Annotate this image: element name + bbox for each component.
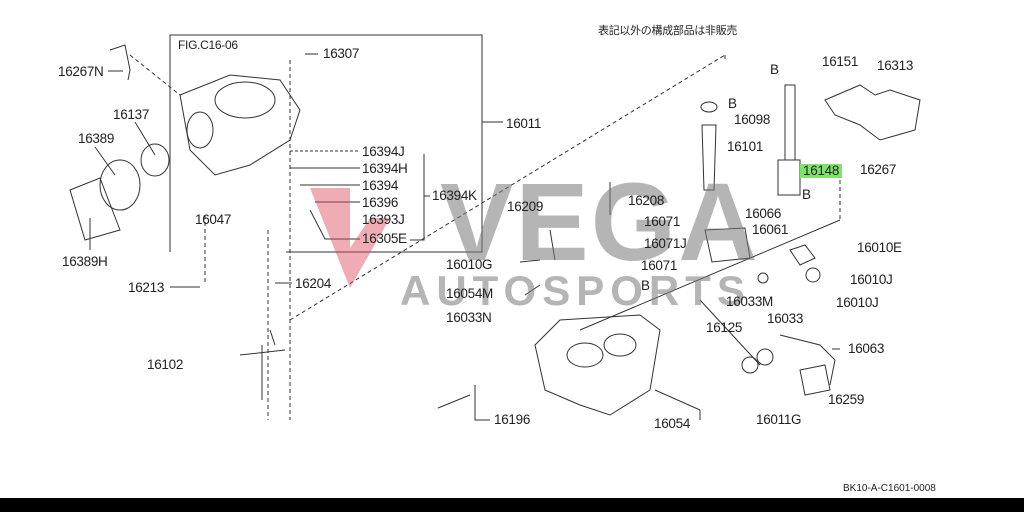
part-label[interactable]: B — [641, 278, 650, 293]
part-label[interactable]: 16011G — [756, 412, 802, 427]
part-label[interactable]: 16394H — [362, 161, 408, 176]
part-label[interactable]: 16208 — [628, 193, 665, 208]
part-label[interactable]: 16394K — [432, 188, 477, 203]
part-label[interactable]: 16204 — [295, 276, 332, 291]
part-label[interactable]: 16033M — [726, 294, 773, 309]
part-label[interactable]: 16011 — [506, 116, 542, 131]
part-label[interactable]: 16054M — [446, 286, 493, 301]
part-label[interactable]: B — [770, 62, 779, 77]
part-label[interactable]: 16098 — [734, 112, 771, 127]
part-label[interactable]: 16259 — [828, 392, 865, 407]
part-label[interactable]: 16010E — [857, 240, 902, 255]
watermark-line1: VEGA — [440, 161, 760, 284]
part-label[interactable]: 16389H — [62, 254, 108, 269]
part-label[interactable]: 16151 — [822, 54, 859, 69]
part-label[interactable]: 16071J — [644, 236, 687, 251]
watermark-logo-icon — [310, 188, 390, 288]
part-label[interactable]: 16213 — [128, 280, 165, 295]
part-label[interactable]: 16047 — [195, 212, 232, 227]
part-label[interactable]: 16313 — [877, 58, 914, 73]
part-label[interactable]: 16393J — [362, 212, 405, 227]
part-label[interactable]: 16125 — [706, 320, 743, 335]
part-label[interactable]: 16066 — [745, 206, 782, 221]
part-label[interactable]: 16394 — [362, 178, 399, 193]
figure-ref: FIG.C16-06 — [178, 38, 238, 52]
subassembly-box — [169, 34, 483, 253]
part-label[interactable]: 16010J — [850, 272, 893, 287]
part-label[interactable]: B — [802, 187, 811, 202]
part-label[interactable]: 16061 — [752, 222, 789, 237]
part-label[interactable]: 16396 — [362, 195, 399, 210]
drawing-code: BK10-A-C1601-0008 — [843, 483, 936, 494]
part-label[interactable]: 16071 — [641, 258, 678, 273]
part-label[interactable]: 16101 — [727, 139, 764, 154]
part-label[interactable]: 16389 — [78, 131, 115, 146]
part-label[interactable]: 16033N — [446, 310, 492, 325]
watermark-line2: AUTOSPORTS — [400, 267, 751, 314]
part-label[interactable]: 16054 — [654, 416, 691, 431]
part-label[interactable]: 16033 — [767, 311, 804, 326]
part-label[interactable]: 16196 — [494, 412, 531, 427]
header-note: 表記以外の構成部品は非販売 — [598, 25, 738, 37]
part-label[interactable]: B — [728, 96, 737, 111]
part-label[interactable]: 16010G — [446, 257, 493, 272]
part-label[interactable]: 16137 — [113, 107, 150, 122]
part-label-highlighted[interactable]: 16148 — [800, 164, 843, 178]
part-label[interactable]: 16102 — [147, 357, 184, 372]
part-label[interactable]: 16307 — [323, 46, 360, 61]
part-label[interactable]: 16267N — [58, 64, 104, 79]
part-label[interactable]: 16010J — [836, 295, 879, 310]
part-label[interactable]: 16267 — [860, 162, 897, 177]
part-label[interactable]: 16063 — [848, 341, 885, 356]
part-label[interactable]: 16305E — [362, 231, 407, 246]
part-label[interactable]: 16209 — [507, 199, 544, 214]
bottom-bar — [0, 498, 1024, 512]
part-label[interactable]: 16071 — [644, 214, 681, 229]
part-label[interactable]: 16394J — [362, 144, 405, 159]
